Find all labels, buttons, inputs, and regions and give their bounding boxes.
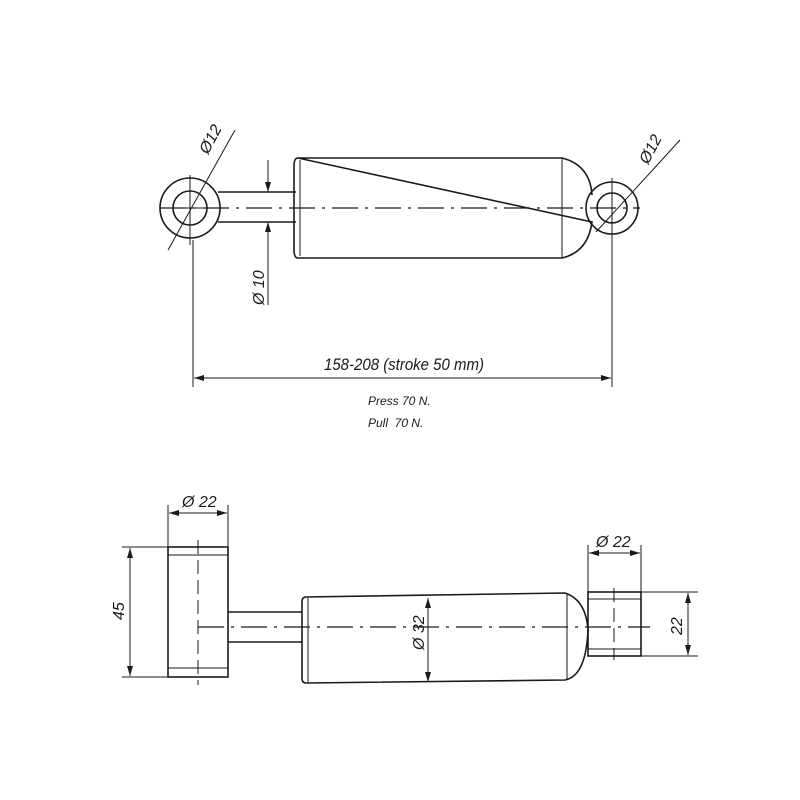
press-force-label: Press 70 N. xyxy=(368,394,431,408)
side-piston-rod xyxy=(228,611,302,643)
top-view: Ø12 Ø12 Ø 10 158-208 (stroke 50 mm) Pres… xyxy=(159,122,681,430)
left-block-dia-label: Ø 22 xyxy=(181,494,217,511)
left-eye-dia-leader xyxy=(167,129,236,251)
right-eye-dia-leader xyxy=(595,139,681,233)
right-block xyxy=(587,588,642,660)
length-label: 158-208 (stroke 50 mm) xyxy=(324,355,484,374)
left-eye xyxy=(159,175,222,245)
left-block-height-label: 45 xyxy=(111,602,128,620)
piston-rod xyxy=(218,191,296,223)
right-block-dia-label: Ø 22 xyxy=(595,534,631,551)
right-block-height-label: 22 xyxy=(669,617,686,636)
right-eye xyxy=(585,178,639,240)
rod-dia-label: Ø 10 xyxy=(251,270,268,306)
left-eye-dia-label: Ø12 xyxy=(196,122,226,158)
cylinder-dia-label: Ø 32 xyxy=(411,615,428,651)
side-view: Ø 22 45 Ø 32 Ø 22 22 xyxy=(111,494,698,685)
side-cylinder-body xyxy=(301,592,589,684)
left-block xyxy=(167,540,229,685)
pull-force-label: Pull 70 N. xyxy=(368,416,423,430)
right-eye-dia-label: Ø12 xyxy=(636,132,666,168)
